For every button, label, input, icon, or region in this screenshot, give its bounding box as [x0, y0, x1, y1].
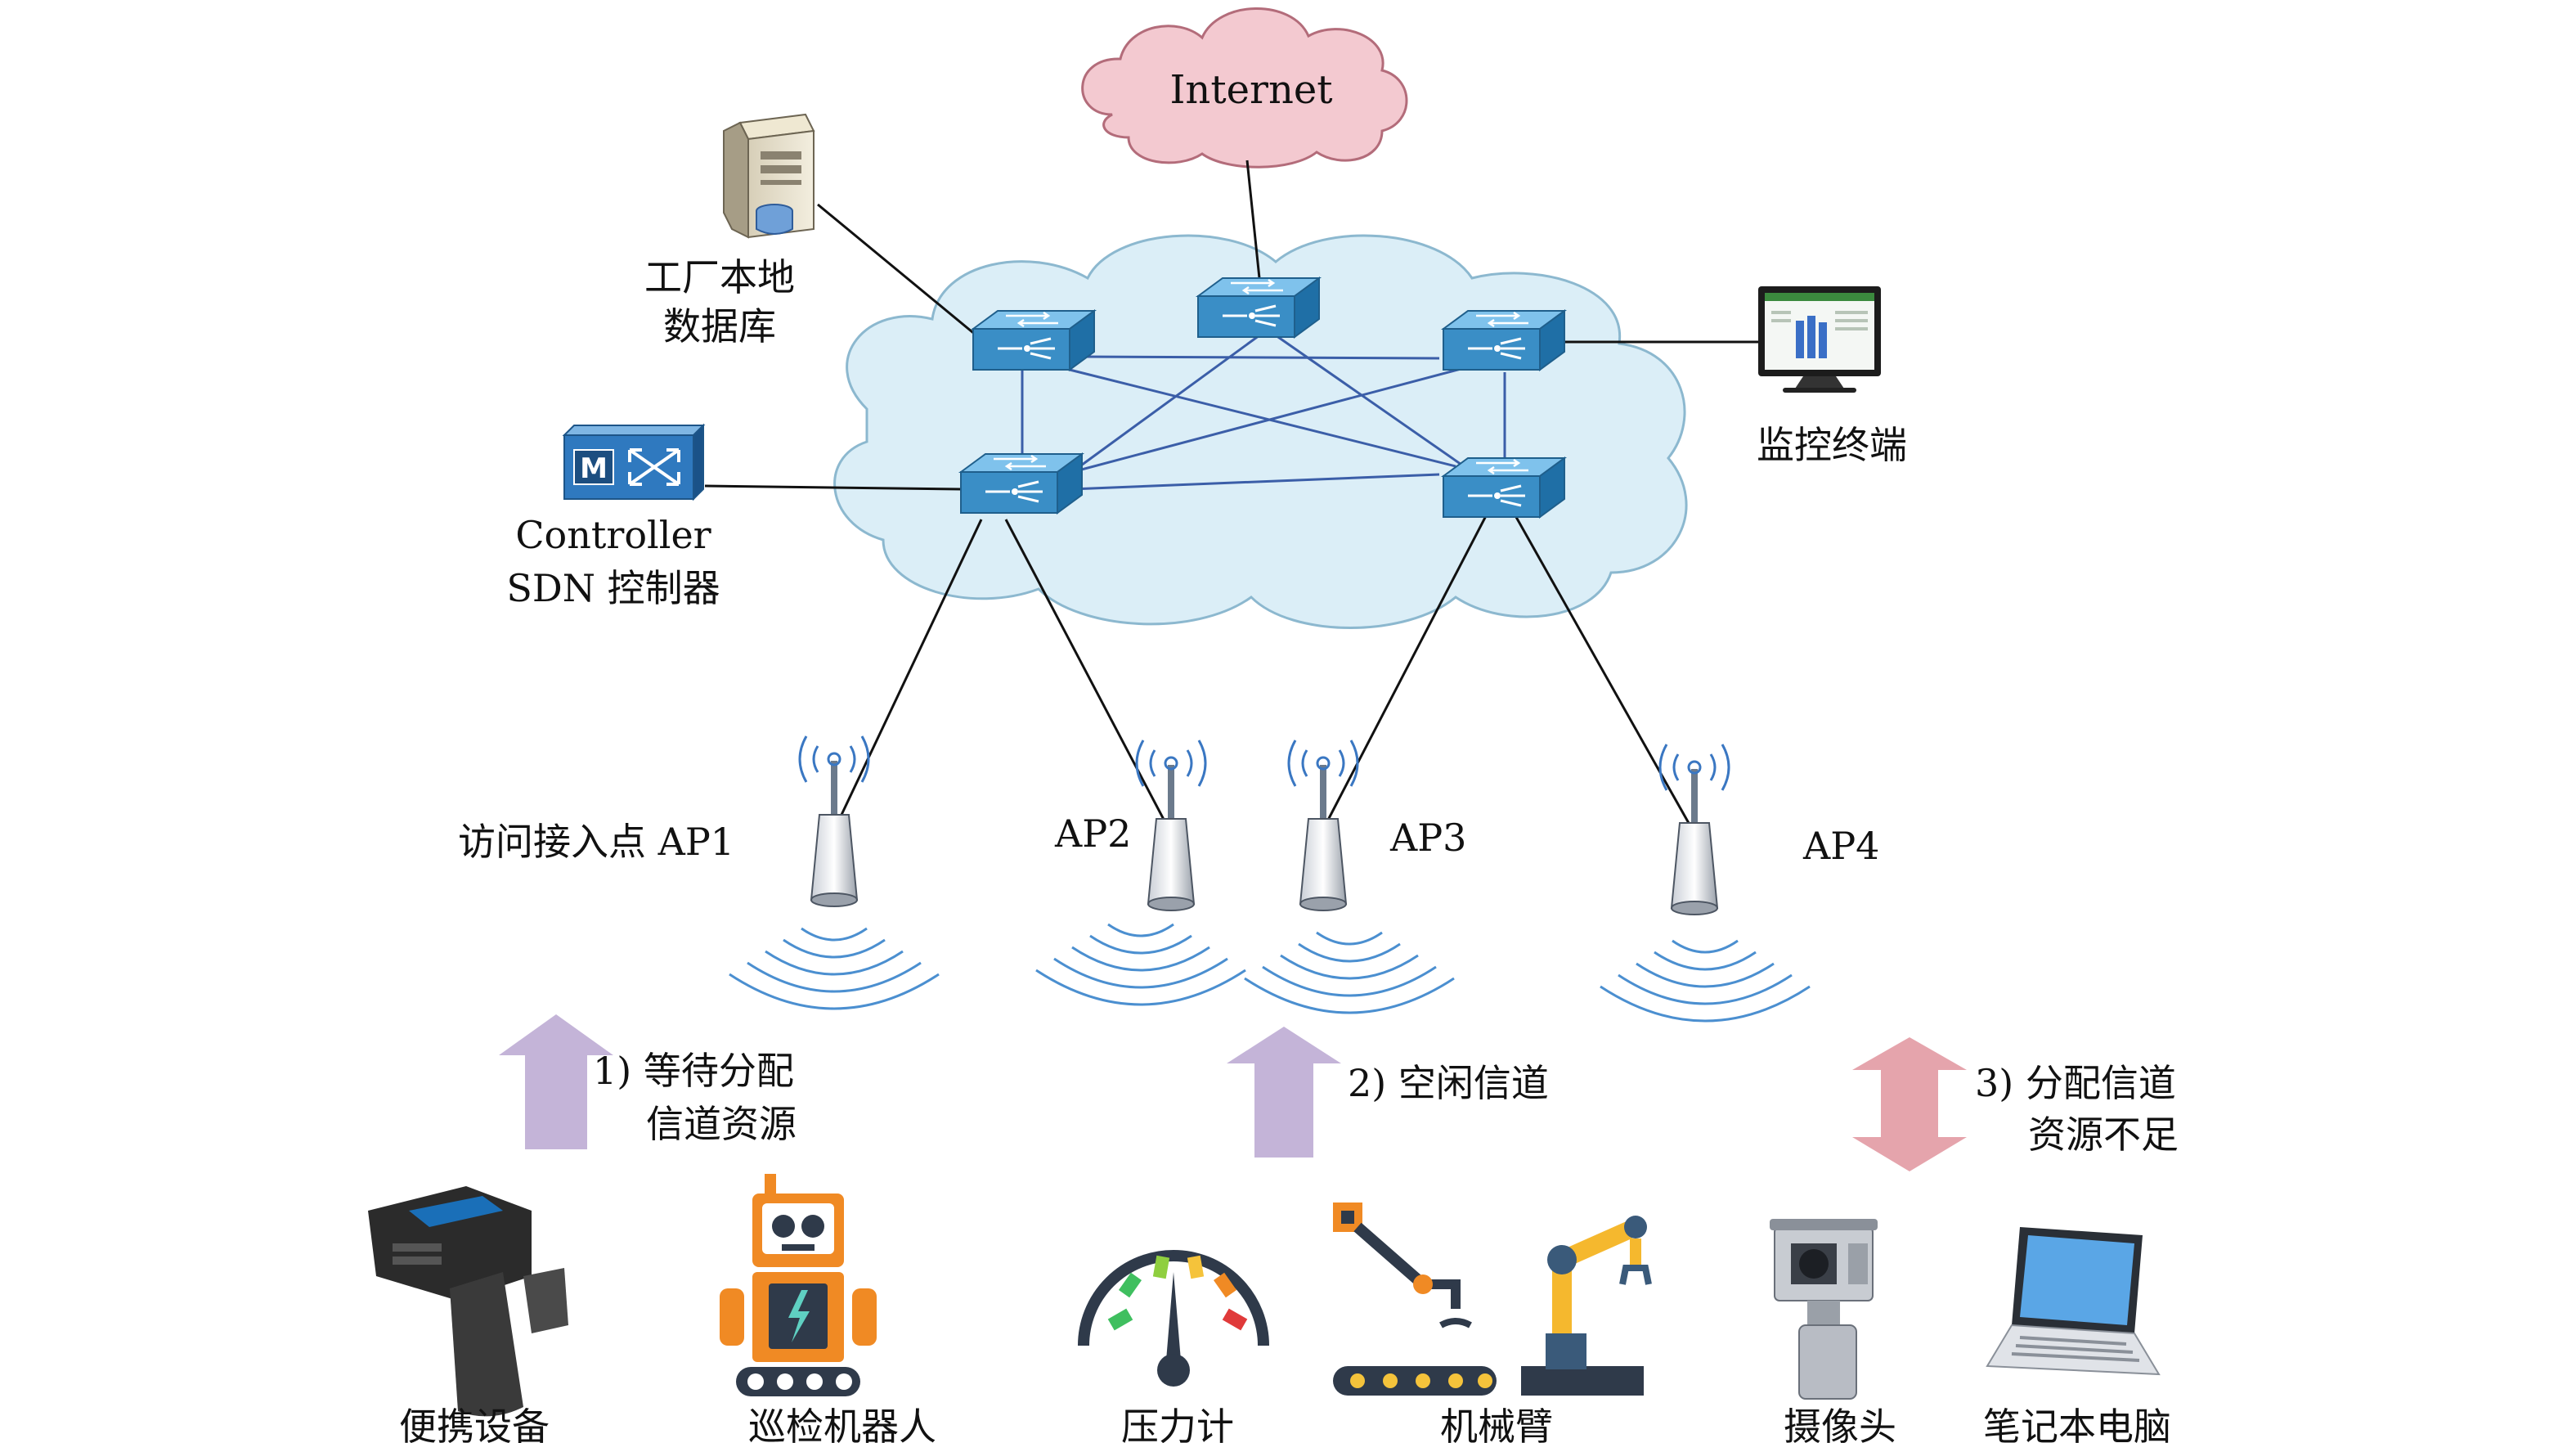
link-ap4	[1511, 510, 1694, 831]
wifi-signal-icon	[1599, 939, 1811, 1023]
access-point-icon	[798, 735, 870, 908]
inspection-robot-icon	[720, 1174, 877, 1396]
handheld-scanner-icon	[368, 1186, 568, 1417]
access-point-icon	[1287, 739, 1359, 912]
wifi-signal-icon	[1034, 923, 1247, 1006]
link-ap2	[1004, 519, 1171, 831]
industrial-robot-arm-icon	[1521, 1216, 1652, 1396]
ap4-label: AP4	[1802, 824, 1879, 868]
up-arrow-icon	[499, 1014, 613, 1149]
security-camera-icon	[1770, 1219, 1878, 1400]
device-label-arm: 机械臂	[1440, 1405, 1553, 1443]
mesh-link	[1062, 334, 1260, 480]
wifi-signal-icon	[728, 927, 940, 1010]
switch-icon	[1196, 276, 1321, 339]
device-label-robot: 巡检机器人	[748, 1405, 936, 1443]
links	[704, 160, 1758, 831]
up-arrow-icon	[1227, 1027, 1341, 1158]
switch-icon	[959, 452, 1084, 515]
device-label-gauge: 压力计	[1121, 1405, 1234, 1443]
device-label-camera: 摄像头	[1784, 1405, 1896, 1443]
ap2-label: AP2	[1054, 811, 1131, 856]
controller-badge: M	[580, 452, 608, 485]
database-label-line1: 工厂本地	[644, 255, 795, 299]
state1-line2: 信道资源	[646, 1102, 797, 1146]
pressure-gauge-icon	[1078, 1250, 1269, 1387]
access-point-icon	[1658, 743, 1730, 916]
monitor-label: 监控终端	[1757, 423, 1907, 467]
sdn-controller-icon: M	[562, 423, 706, 501]
internet-cloud	[1081, 7, 1408, 169]
link-ap1	[832, 519, 983, 831]
mesh-link	[1062, 366, 1456, 468]
ap3-label: AP3	[1389, 816, 1466, 860]
laptop-icon	[1986, 1227, 2161, 1376]
monitor-terminal-icon	[1758, 286, 1881, 393]
database-server-icon	[723, 113, 815, 239]
device-label-laptop: 笔记本电脑	[1983, 1405, 2171, 1443]
state1-line1: 1) 等待分配	[593, 1049, 794, 1093]
switch-icon	[1442, 456, 1566, 519]
access-point-icon	[1135, 739, 1207, 912]
controller-label-line1: Controller	[515, 513, 711, 557]
mesh-link	[1275, 334, 1465, 468]
link-database	[817, 203, 982, 341]
database-label-line2: 数据库	[663, 304, 776, 348]
mesh-link	[1079, 355, 1440, 360]
state3-line2: 资源不足	[2028, 1113, 2179, 1157]
robotic-arm-icon	[1333, 1202, 1497, 1396]
link-controller	[704, 484, 962, 491]
switch-icon	[1442, 309, 1566, 371]
switch-icon	[972, 309, 1096, 371]
wifi-signal-icon	[1243, 931, 1456, 1014]
ap1-label: 访问接入点 AP1	[458, 820, 734, 864]
state2-line1: 2) 空闲信道	[1348, 1061, 1549, 1105]
device-label-portable: 便携设备	[399, 1405, 550, 1443]
internet-label: Internet	[1169, 67, 1332, 113]
link-internet	[1245, 160, 1261, 279]
controller-label-line2: SDN 控制器	[506, 566, 720, 610]
mesh-link	[1070, 473, 1440, 491]
double-arrow-icon	[1852, 1037, 1967, 1171]
mesh-link	[1062, 366, 1465, 476]
link-ap3	[1323, 510, 1490, 827]
state3-line1: 3) 分配信道	[1975, 1061, 2176, 1105]
